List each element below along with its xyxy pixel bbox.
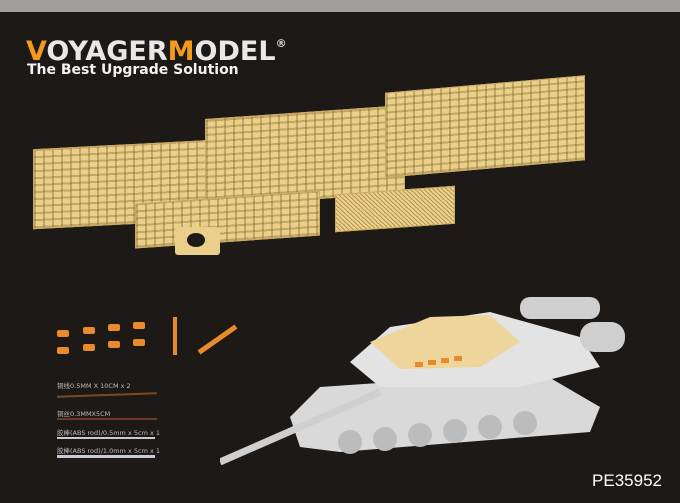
mesh-sheet: [335, 185, 455, 233]
accessory-label: 胶棒(ABS rod)/0.5mm x 5cm x 1: [57, 429, 161, 437]
photo-etch-sheet-right: [385, 75, 585, 178]
resin-part: [57, 347, 69, 354]
brand-logo: VOYAGERMODEL®: [26, 36, 287, 67]
tank-model: [220, 297, 625, 466]
copper-wire: [56, 392, 158, 398]
resin-part: [83, 327, 95, 334]
brand-tagline: The Best Upgrade Solution: [27, 62, 239, 78]
abs-rod: [57, 437, 155, 439]
resin-part: [108, 341, 120, 348]
resin-part: [83, 344, 95, 351]
product-image: VOYAGERMODEL® The Best Upgrade Solution …: [0, 12, 680, 503]
resin-antenna-base: [173, 317, 177, 355]
accessory-label: 胶棒(ABS rod)/1.0mm x 5cm x 1: [57, 447, 161, 455]
copper-wire-thin: [57, 418, 157, 420]
resin-part: [133, 322, 145, 329]
resin-part: [108, 324, 120, 331]
round-plate: [175, 227, 220, 255]
product-code: PE35952: [592, 471, 662, 490]
resin-part: [133, 339, 145, 346]
accessory-label: 铜线0.5MM X 10CM x 2: [57, 382, 131, 390]
resin-part: [57, 330, 69, 337]
accessory-label: 铜丝0.3MMX5CM: [57, 410, 111, 418]
abs-rod-thick: [57, 455, 155, 458]
